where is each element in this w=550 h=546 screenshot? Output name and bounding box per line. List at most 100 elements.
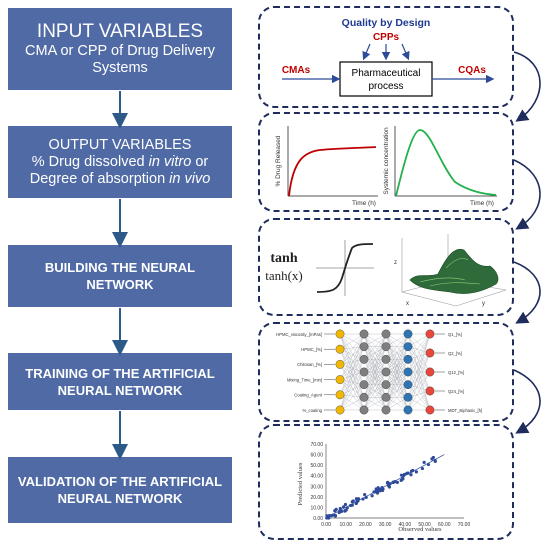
step-title: INPUT VARIABLES — [36, 21, 204, 42]
step-line: % Drug dissolved in vitro or — [31, 153, 209, 170]
surface-axis-label: x — [406, 301, 409, 307]
input-node — [335, 360, 345, 369]
release-ylabel: % Drug Released — [275, 135, 282, 186]
step-validation-network: VALIDATION OF THE ARTIFICIAL NEURAL NETW… — [8, 457, 232, 523]
data-point — [374, 490, 378, 494]
release-curve — [288, 146, 377, 197]
curves-plot: % Drug Released Time (h) Systemic concen… — [275, 126, 497, 207]
input-node — [335, 344, 345, 354]
curved-arrow — [513, 159, 541, 230]
hidden-node — [403, 405, 413, 415]
data-point — [399, 473, 404, 477]
data-point — [350, 500, 354, 504]
data-point — [391, 480, 395, 484]
y-tick-label: 40.00 — [310, 474, 323, 480]
input-label: HPMC_[%] — [301, 347, 322, 352]
step-line: Degree of absorption in vivo — [29, 170, 211, 187]
y-tick-label: 70.00 — [310, 442, 323, 448]
data-point — [325, 514, 329, 518]
data-point — [379, 487, 383, 491]
x-tick-label: 0.00 — [321, 522, 331, 528]
data-point — [363, 492, 367, 497]
data-point — [409, 473, 413, 477]
step-title: OUTPUT VARIABLES — [48, 136, 192, 153]
data-point — [327, 516, 331, 520]
data-point — [361, 497, 365, 501]
data-point — [350, 503, 354, 507]
step-output-variables: OUTPUT VARIABLES % Drug dissolved in vit… — [8, 126, 232, 198]
systemic-xlabel: Time (h) — [470, 200, 494, 207]
data-point — [333, 509, 337, 513]
data-point — [327, 513, 331, 518]
validation-xlabel: Observed values — [398, 526, 442, 533]
step-line: BUILDING THE NEURAL — [44, 260, 196, 275]
hidden-node — [403, 354, 413, 364]
cpps-label: CPPs — [373, 32, 400, 43]
hidden-node — [381, 354, 391, 364]
cmas-label: CMAs — [282, 65, 311, 76]
y-tick-label: 20.00 — [310, 495, 323, 501]
data-point — [414, 470, 418, 474]
input-node — [335, 375, 345, 384]
data-point — [333, 514, 338, 518]
hidden-node — [359, 329, 369, 339]
data-point — [395, 480, 399, 484]
hidden-node — [381, 392, 391, 402]
data-point — [339, 509, 344, 514]
data-point — [345, 506, 349, 510]
panel-quality-by-design: Quality by Design CPPs Pharmaceutical pr… — [258, 6, 514, 108]
curved-arrow — [513, 369, 541, 434]
x-tick-label: 60.00 — [438, 522, 451, 528]
panel-tanh: tanh tanh(x) z x y — [258, 218, 514, 316]
tanh-name: tanh — [270, 251, 297, 266]
data-point — [370, 494, 374, 498]
data-point — [343, 509, 347, 513]
surface-axis-label: y — [482, 301, 485, 307]
x-tick-label: 70.00 — [458, 522, 471, 528]
input-label: Chitosan_[%] — [297, 362, 322, 367]
step-building-network: BUILDING THE NEURAL NETWORK — [8, 245, 232, 307]
step-line: CMA or CPP of Drug Delivery — [25, 43, 215, 59]
hidden-node — [403, 367, 413, 377]
tanh-curve — [316, 243, 374, 293]
data-point — [426, 462, 431, 467]
input-node — [335, 329, 345, 339]
cpp-arrow — [362, 43, 371, 61]
x-tick-label: 50.00 — [418, 522, 431, 528]
data-point — [355, 500, 359, 505]
hidden-node — [359, 380, 369, 390]
data-point — [386, 480, 390, 484]
input-label: HPMC_viscosity_[mPas] — [276, 332, 322, 337]
step-line: TRAINING OF THE ARTIFICIAL — [25, 365, 215, 381]
process-label: Pharmaceutical — [352, 68, 421, 79]
hidden-node — [359, 354, 369, 364]
panel-neural-network: HPMC_viscosity_[mPas] HPMC_[%] Chitosan_[%… — [258, 322, 514, 422]
data-point — [401, 476, 405, 480]
data-point — [422, 460, 426, 464]
output-node — [425, 348, 435, 358]
cpp-arrow — [401, 43, 410, 61]
hidden-node — [403, 342, 413, 352]
systemic-ylabel: Systemic concentration — [383, 127, 390, 195]
y-tick-label: 10.00 — [310, 505, 323, 511]
x-tick-label: 20.00 — [359, 522, 372, 528]
step-input-variables: INPUT VARIABLES CMA or CPP of Drug Deliv… — [8, 8, 232, 90]
input-label: Coating_Agent — [294, 393, 323, 398]
hidden-node — [403, 329, 413, 339]
qbd-diagram: Quality by Design CPPs Pharmaceutical pr… — [282, 17, 495, 97]
output-label: MDT_Biphasic_[h] — [448, 408, 482, 413]
data-point — [376, 487, 380, 491]
surface-3d — [409, 248, 499, 294]
step-line: NEURAL NETWORK — [57, 491, 183, 506]
y-tick-label: 60.00 — [310, 453, 323, 459]
input-label: Mixing_Time_[min] — [287, 377, 322, 382]
output-node — [425, 405, 435, 415]
curved-arrow — [513, 51, 541, 122]
systemic-curve — [395, 129, 497, 197]
panel-output-curves: % Drug Released Time (h) Systemic concen… — [258, 112, 514, 212]
data-point — [420, 466, 425, 471]
hidden-node — [381, 342, 391, 352]
output-label: Q12_[%] — [448, 370, 464, 375]
data-point — [364, 495, 368, 499]
